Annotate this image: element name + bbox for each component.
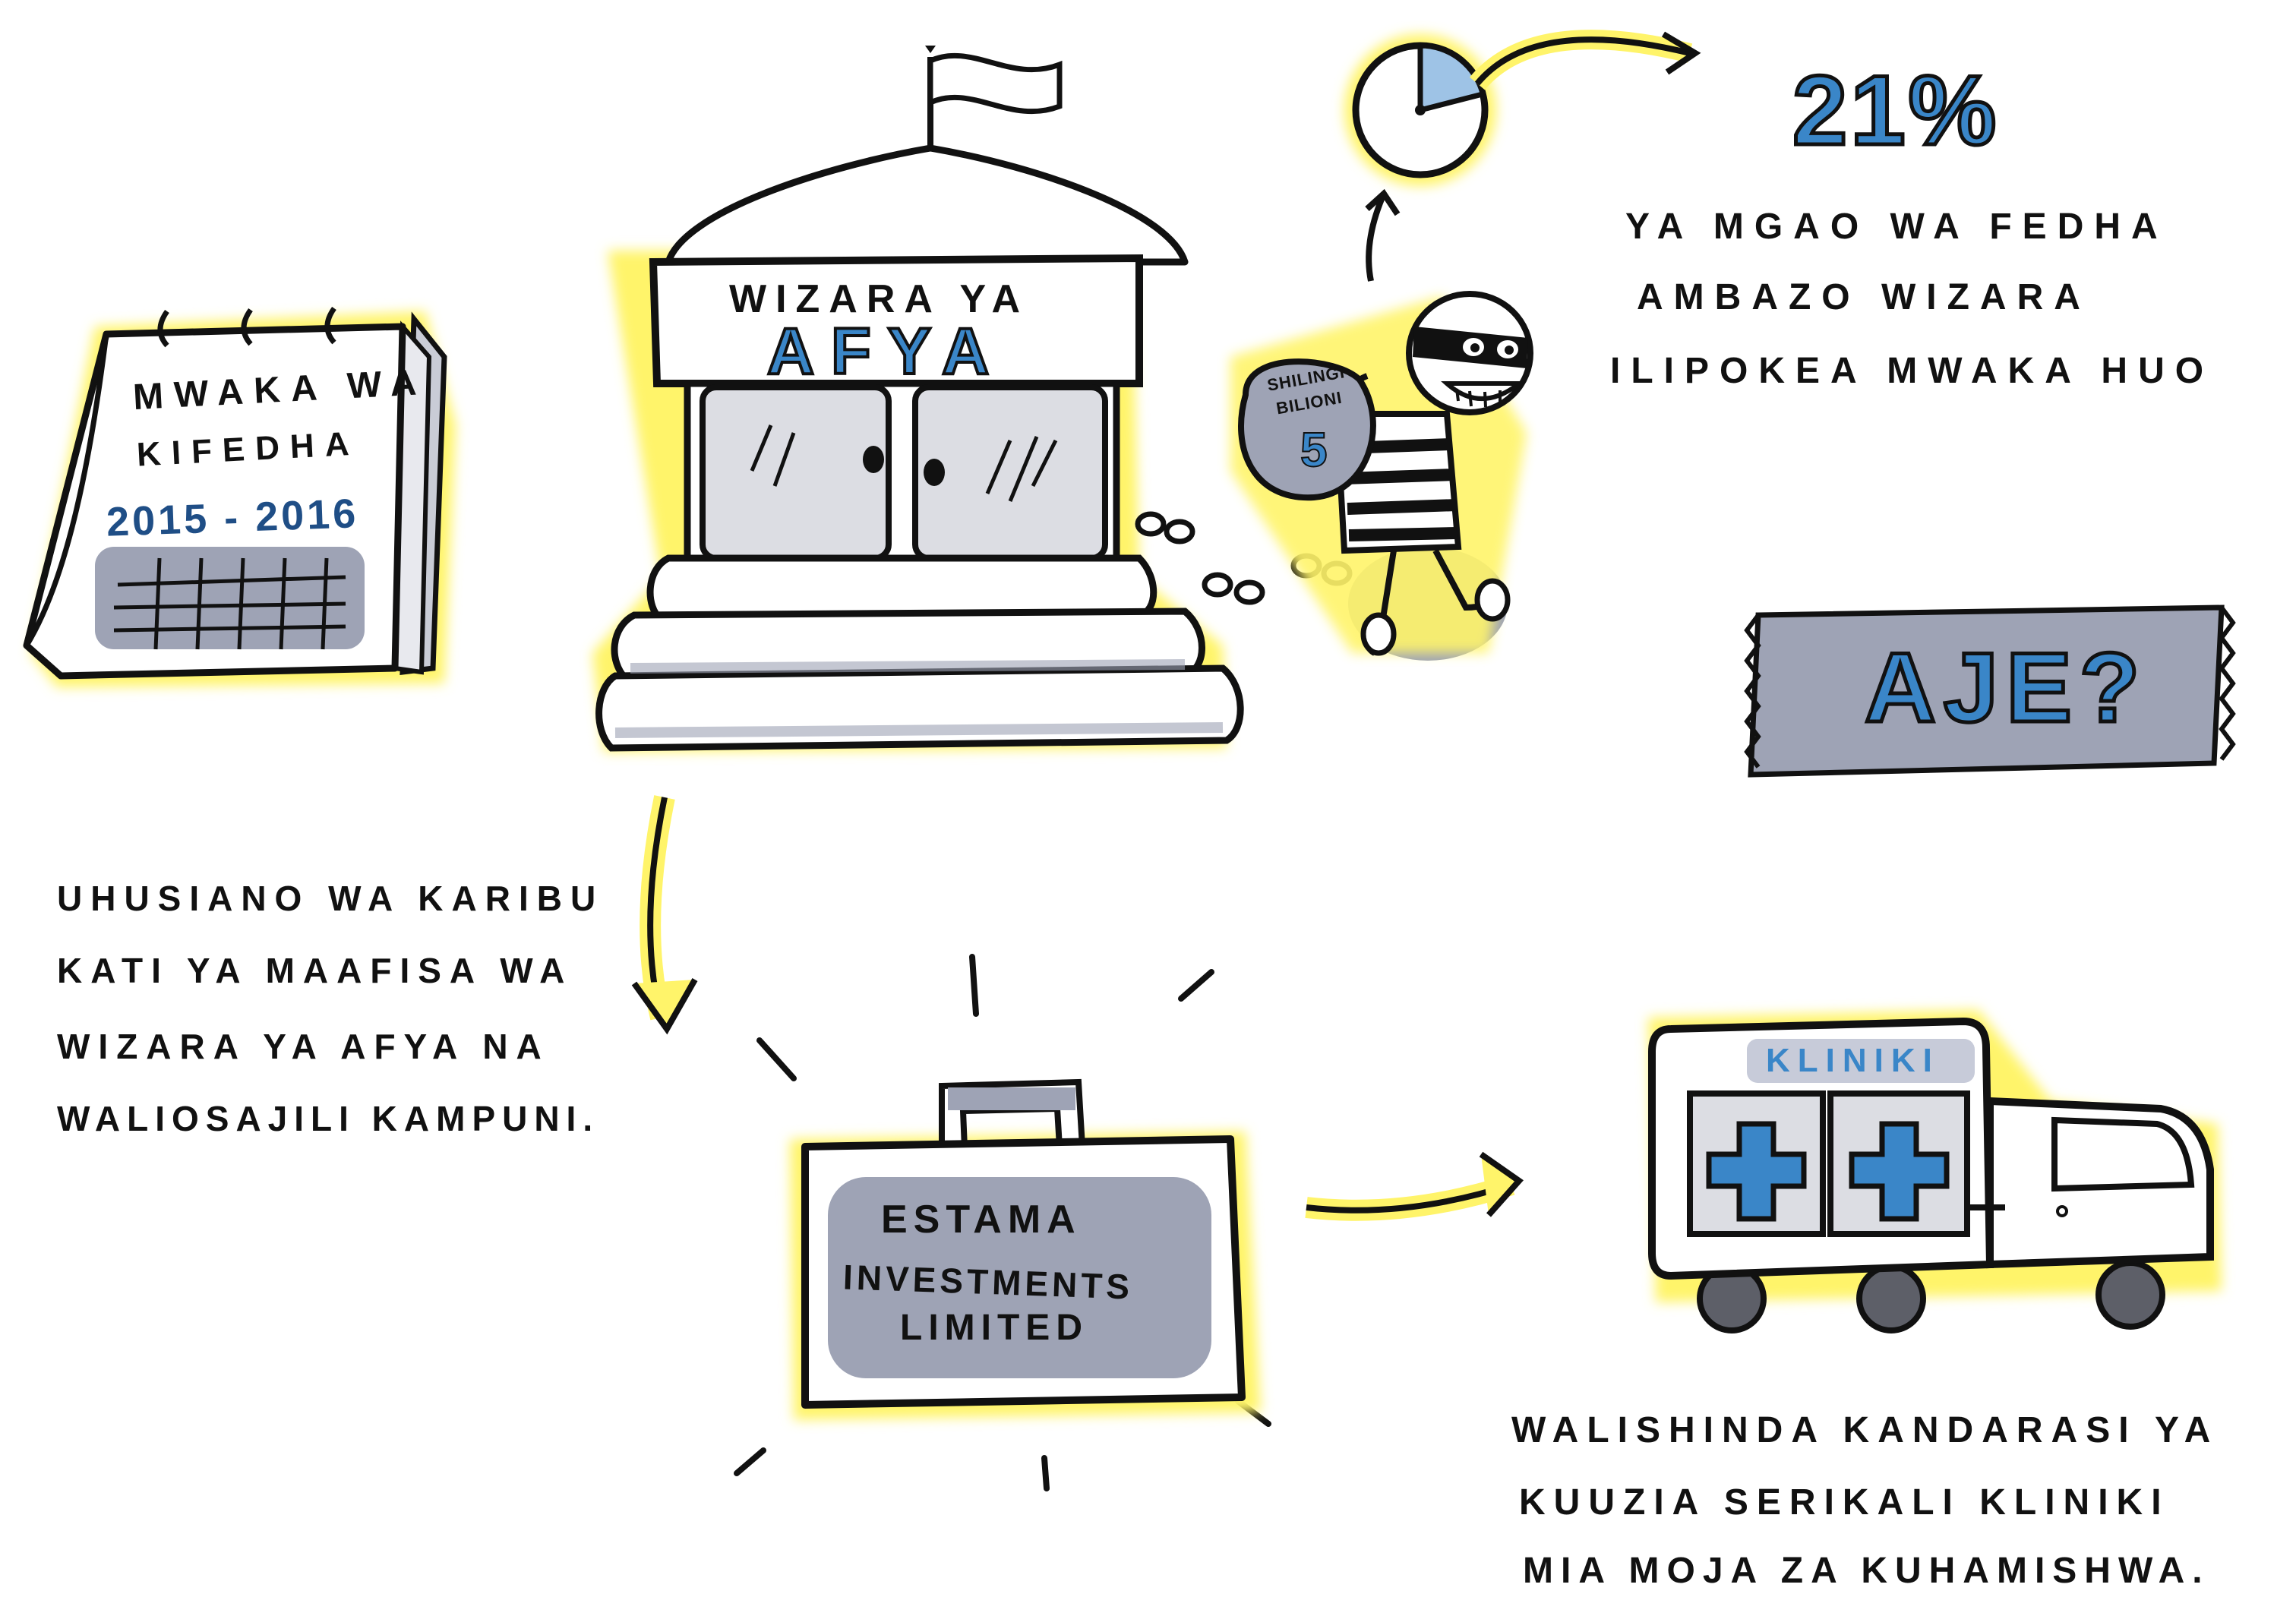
thief-icon <box>1230 188 1533 661</box>
relationship-line-1: UHUSIANO WA KARIBU <box>57 879 605 918</box>
down-arrow-icon <box>631 795 698 1035</box>
ministry-title-big: AFYA <box>766 315 1006 388</box>
stat-percent: 21% <box>1790 55 2000 166</box>
truck-label: KLINIKI <box>1766 1042 1940 1079</box>
stat-line-2: AMBAZO WIZARA <box>1637 277 2091 317</box>
right-arrow-icon <box>1305 1151 1524 1221</box>
contract-line-3: MIA MOJA ZA KUHAMISHWA. <box>1523 1551 2210 1591</box>
relationship-line-4: WALIOSAJILI KAMPUNI. <box>57 1099 600 1138</box>
money-bag-amount: 5 <box>1300 422 1328 477</box>
medical-cross-icon <box>1687 1090 1826 1237</box>
stat-line-3: ILIPOKEA MWAKA HUO <box>1610 351 2215 391</box>
arrow-to-percent <box>1470 30 1701 90</box>
flag-icon <box>925 46 1063 152</box>
pie-chart-icon <box>1344 34 1496 186</box>
calendar-icon <box>23 306 456 687</box>
briefcase-line-1: ESTAMA <box>881 1198 1082 1242</box>
pie-slice <box>1417 43 1486 114</box>
tape-banner <box>1744 604 2236 778</box>
ministry-title-small: WIZARA YA <box>729 277 1029 321</box>
clinic-truck-icon <box>1648 1010 2222 1333</box>
medical-cross-icon-2 <box>1827 1090 1970 1237</box>
money-bag-icon <box>1238 358 1376 501</box>
relationship-line-2: KATI YA MAAFISA WA <box>57 951 573 990</box>
briefcase-icon <box>734 954 1271 1491</box>
contract-line-2: KUUZIA SERIKALI KLINIKI <box>1519 1482 2170 1523</box>
briefcase-line-2: INVESTMENTS <box>842 1257 1134 1307</box>
relationship-line-3: WIZARA YA AFYA NA <box>57 1027 550 1066</box>
calendar-years: 2015 - 2016 <box>106 491 360 545</box>
ministry-building-icon <box>592 46 1244 752</box>
contract-line-1: WALISHINDA KANDARASI YA <box>1511 1410 2219 1450</box>
tape-label: AJE? <box>1862 632 2148 743</box>
briefcase-line-3: LIMITED <box>900 1308 1088 1348</box>
stat-line-1: YA MGAO WA FEDHA <box>1625 207 2168 247</box>
